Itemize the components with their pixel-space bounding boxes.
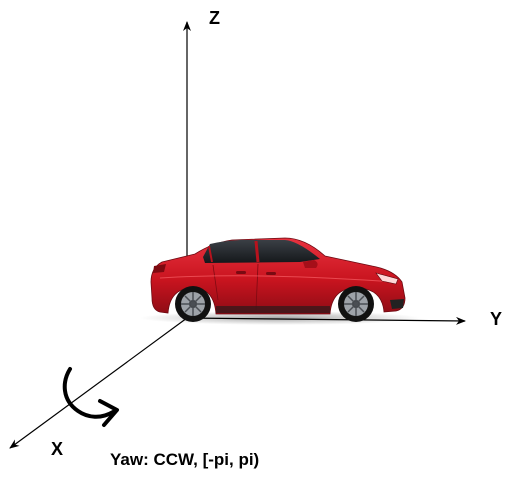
z-axis-label: Z: [209, 8, 220, 28]
car-icon: [140, 237, 420, 325]
x-axis: [9, 317, 188, 449]
yaw-caption: Yaw: CCW, [-pi, pi): [110, 450, 260, 469]
y-axis-label: Y: [490, 309, 503, 329]
x-axis-label: X: [51, 439, 64, 459]
yaw-rotation-arrow-icon: [62, 367, 119, 427]
